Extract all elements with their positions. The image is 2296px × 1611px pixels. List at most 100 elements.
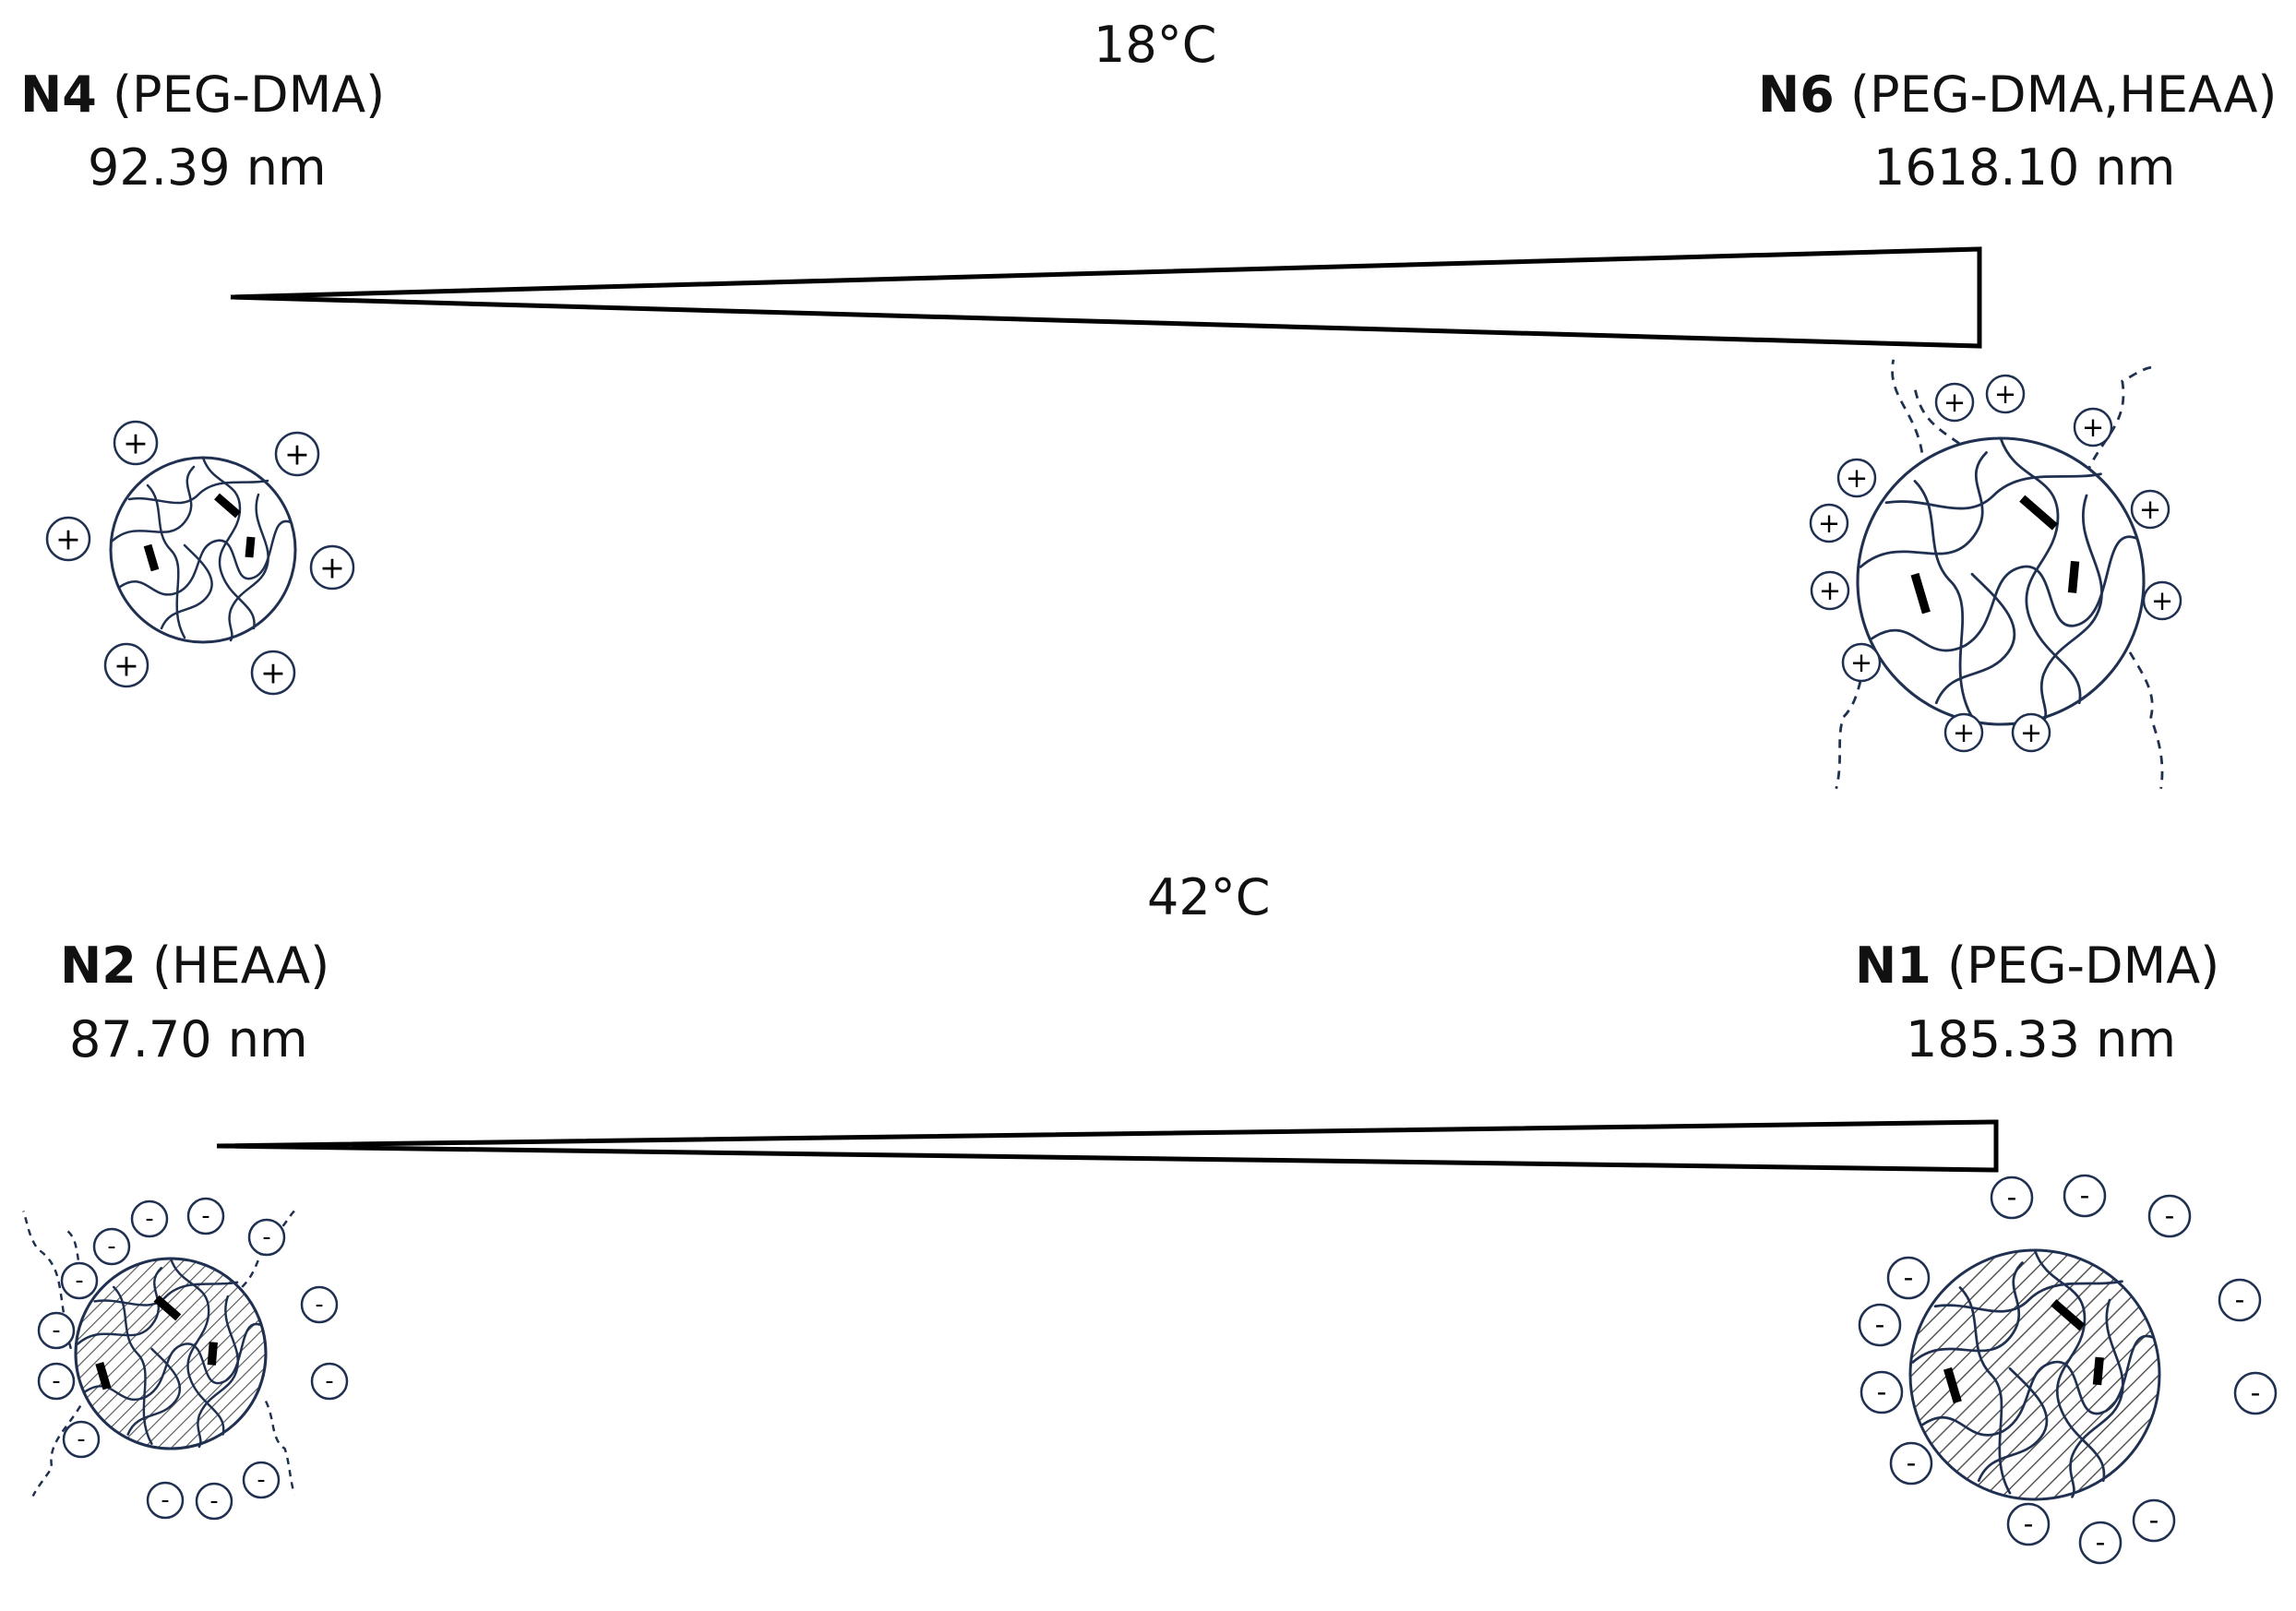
particle-n1 (1908, 1248, 2161, 1501)
svg-text:-: - (1877, 1377, 1887, 1409)
svg-text:-: - (77, 1426, 85, 1453)
positive-charge: + (45, 516, 91, 562)
negative-charge: - (195, 1482, 233, 1521)
positive-charge: + (2130, 489, 2170, 530)
svg-text:-: - (262, 1223, 270, 1251)
positive-charge: + (1841, 642, 1882, 683)
negative-charge: - (1858, 1303, 1902, 1347)
negative-charge: - (92, 1227, 131, 1266)
svg-text:-: - (201, 1202, 209, 1230)
polymer-network (1911, 1248, 2155, 1498)
svg-text:+: + (114, 648, 139, 684)
positive-charge: + (1809, 503, 1849, 543)
code-n4: N4 (20, 66, 97, 124)
negative-charge: - (130, 1199, 169, 1238)
code-n1: N1 (1855, 937, 1931, 995)
size-n2: 87.70 nm (69, 1010, 308, 1068)
negative-charge: - (2233, 1371, 2278, 1415)
svg-text:-: - (2149, 1505, 2159, 1537)
negative-charge: - (1990, 1175, 2034, 1220)
negative-charge: - (300, 1285, 339, 1324)
positive-charge: + (2011, 712, 2051, 753)
negative-charge: - (310, 1362, 349, 1401)
svg-text:+: + (2151, 585, 2173, 616)
svg-text:+: + (2139, 494, 2161, 525)
temperature-label-bottom: 42°C (1147, 868, 1271, 926)
positive-charge: + (309, 544, 355, 591)
negative-charge: - (2006, 1502, 2051, 1546)
svg-text:-: - (1875, 1309, 1885, 1342)
svg-text:-: - (2251, 1378, 2261, 1410)
svg-text:-: - (2096, 1527, 2106, 1559)
negative-charge: - (2218, 1278, 2262, 1322)
svg-text:-: - (315, 1291, 323, 1319)
code-n6: N6 (1758, 66, 1835, 124)
size-n4: 92.39 nm (88, 138, 327, 197)
positive-charge: + (1934, 382, 1975, 423)
negative-charge: - (60, 1261, 99, 1300)
label-n6: N6 (PEG-DMA,HEAA) (1758, 70, 2278, 120)
particle-n4 (109, 456, 297, 644)
temperature-label-top: 18°C (1094, 16, 1217, 74)
surface-charges: +++++++++++++++++-----------------------… (37, 374, 2278, 1565)
svg-text:+: + (2082, 412, 2104, 443)
svg-text:+: + (2020, 717, 2042, 748)
svg-text:+: + (1850, 647, 1872, 678)
svg-text:+: + (260, 655, 286, 691)
negative-charge: - (146, 1481, 185, 1520)
svg-text:-: - (145, 1205, 153, 1233)
svg-text:-: - (52, 1317, 60, 1344)
positive-charge: + (1836, 458, 1877, 498)
positive-charge: + (1943, 712, 1984, 753)
svg-text:+: + (123, 425, 149, 461)
positive-charge: + (1810, 570, 1850, 611)
svg-text:+: + (55, 521, 81, 557)
negative-charge: - (62, 1420, 101, 1459)
svg-text:+: + (1846, 462, 1868, 494)
svg-text:-: - (1904, 1262, 1914, 1295)
composition-n1: (PEG-DMA) (1946, 937, 2220, 995)
positive-charge: + (274, 431, 320, 477)
negative-charge: - (1860, 1370, 1904, 1414)
negative-charge: - (186, 1197, 225, 1235)
negative-charge: - (37, 1311, 76, 1350)
svg-text:-: - (209, 1487, 218, 1515)
size-wedge-top (230, 246, 1982, 349)
svg-text:+: + (1818, 507, 1840, 539)
svg-text:+: + (1943, 387, 1966, 418)
svg-text:+: + (1994, 378, 2016, 410)
size-n6: 1618.10 nm (1873, 138, 2176, 197)
label-n1: N1 (PEG-DMA) (1855, 941, 2219, 991)
svg-text:+: + (1953, 717, 1975, 748)
polymer-network (1859, 436, 2138, 723)
label-n2: N2 (HEAA) (60, 941, 329, 991)
particle-n6 (1835, 359, 2164, 790)
particle-n2 (22, 1210, 296, 1498)
polymer-network (76, 1257, 263, 1449)
size-wedge-bottom (216, 1119, 1999, 1173)
positive-charge: + (2073, 407, 2113, 448)
size-n1: 185.33 nm (1906, 1010, 2176, 1068)
svg-text:-: - (2024, 1509, 2034, 1541)
svg-text:+: + (319, 550, 345, 586)
negative-charge: - (247, 1218, 286, 1257)
svg-text:-: - (2007, 1182, 2017, 1214)
positive-charge: + (2142, 580, 2182, 621)
svg-text:-: - (1907, 1448, 1917, 1480)
crosslinks (95, 1295, 218, 1390)
negative-charge: - (1889, 1441, 1933, 1486)
svg-text:+: + (284, 436, 310, 472)
negative-charge: - (37, 1362, 76, 1401)
positive-charge: + (250, 650, 296, 696)
composition-n2: (HEAA) (151, 937, 330, 995)
negative-charge: - (242, 1461, 281, 1499)
crosslinks (1943, 1299, 2104, 1404)
svg-text:-: - (52, 1367, 60, 1395)
svg-text:-: - (75, 1267, 83, 1295)
negative-charge: - (2132, 1498, 2176, 1543)
positive-charge: + (113, 420, 159, 466)
polymer-network (111, 456, 293, 642)
svg-text:-: - (2235, 1284, 2245, 1317)
